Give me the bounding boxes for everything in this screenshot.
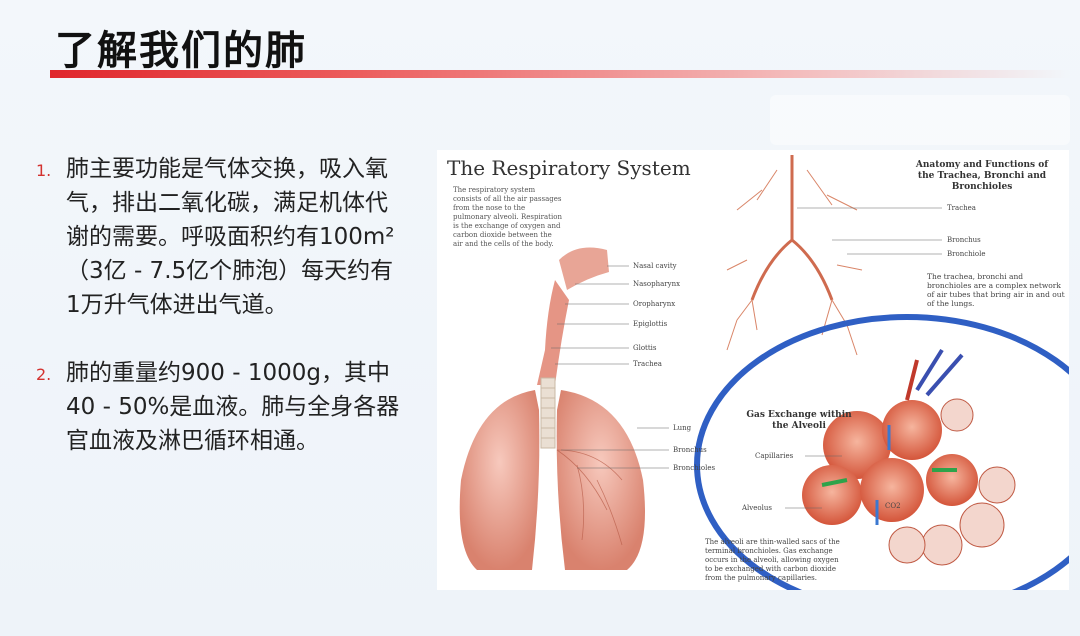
label-nasal-cavity: Nasal cavity <box>633 262 677 270</box>
item-number: 2. <box>36 365 52 384</box>
label-alveolus: Alveolus <box>742 504 772 512</box>
gas-exchange-title: Gas Exchange within the Alveoli <box>746 410 852 431</box>
label-bronchus-right: Bronchus <box>947 236 981 244</box>
label-glottis: Glottis <box>633 344 657 352</box>
label-trachea: Trachea <box>633 360 662 368</box>
label-capillaries: Capillaries <box>755 452 794 460</box>
label-bronchioles: Bronchioles <box>673 464 716 472</box>
label-co2: CO2 <box>885 502 901 510</box>
label-bronchus: Bronchus <box>673 446 707 454</box>
highlight-circle <box>694 314 1069 590</box>
label-epiglottis: Epiglottis <box>633 320 668 328</box>
nasal-cavity-shape <box>559 247 609 290</box>
item-text: 肺的重量约900 - 1000g，其中40 - 50%是血液。肺与全身各器官血液… <box>66 360 400 454</box>
figure-intro: The respiratory system consists of all t… <box>453 186 562 248</box>
title-underline <box>50 70 1070 78</box>
item-number: 1. <box>36 161 52 180</box>
label-bronchiole-right: Bronchiole <box>947 250 986 258</box>
respiratory-drawing <box>459 155 1069 590</box>
label-nasopharynx: Nasopharynx <box>633 280 681 288</box>
slide-title: 了解我们的肺 <box>55 28 307 74</box>
list-item: 2. 肺的重量约900 - 1000g，其中40 - 50%是血液。肺与全身各器… <box>36 356 406 458</box>
label-trachea-right: Trachea <box>947 204 976 212</box>
label-lung: Lung <box>673 424 692 432</box>
alveoli-cluster <box>802 348 1016 566</box>
arrow-icon <box>821 478 848 487</box>
item-text: 肺主要功能是气体交换，吸入氧气，排出二氧化碳，满足机体代谢的需要。呼吸面积约有1… <box>66 156 395 318</box>
right-lung-shape <box>556 390 645 570</box>
anatomy-title: Anatomy and Functions of the Trachea, Br… <box>915 160 1049 192</box>
anatomy-description: The trachea, bronchi and bronchioles are… <box>927 272 1065 308</box>
bullet-list: 1. 肺主要功能是气体交换，吸入氧气，排出二氧化碳，满足机体代谢的需要。呼吸面积… <box>36 152 406 492</box>
list-item: 1. 肺主要功能是气体交换，吸入氧气，排出二氧化碳，满足机体代谢的需要。呼吸面积… <box>36 152 406 322</box>
respiratory-illustration: The Respiratory System The respiratory s… <box>437 150 1069 590</box>
left-lung-shape <box>459 390 540 570</box>
watermark-right <box>770 95 1070 145</box>
figure-title: The Respiratory System <box>447 156 691 180</box>
label-oropharynx: Oropharynx <box>633 300 676 308</box>
alveoli-description: The alveoli are thin-walled sacs of the … <box>705 538 840 582</box>
